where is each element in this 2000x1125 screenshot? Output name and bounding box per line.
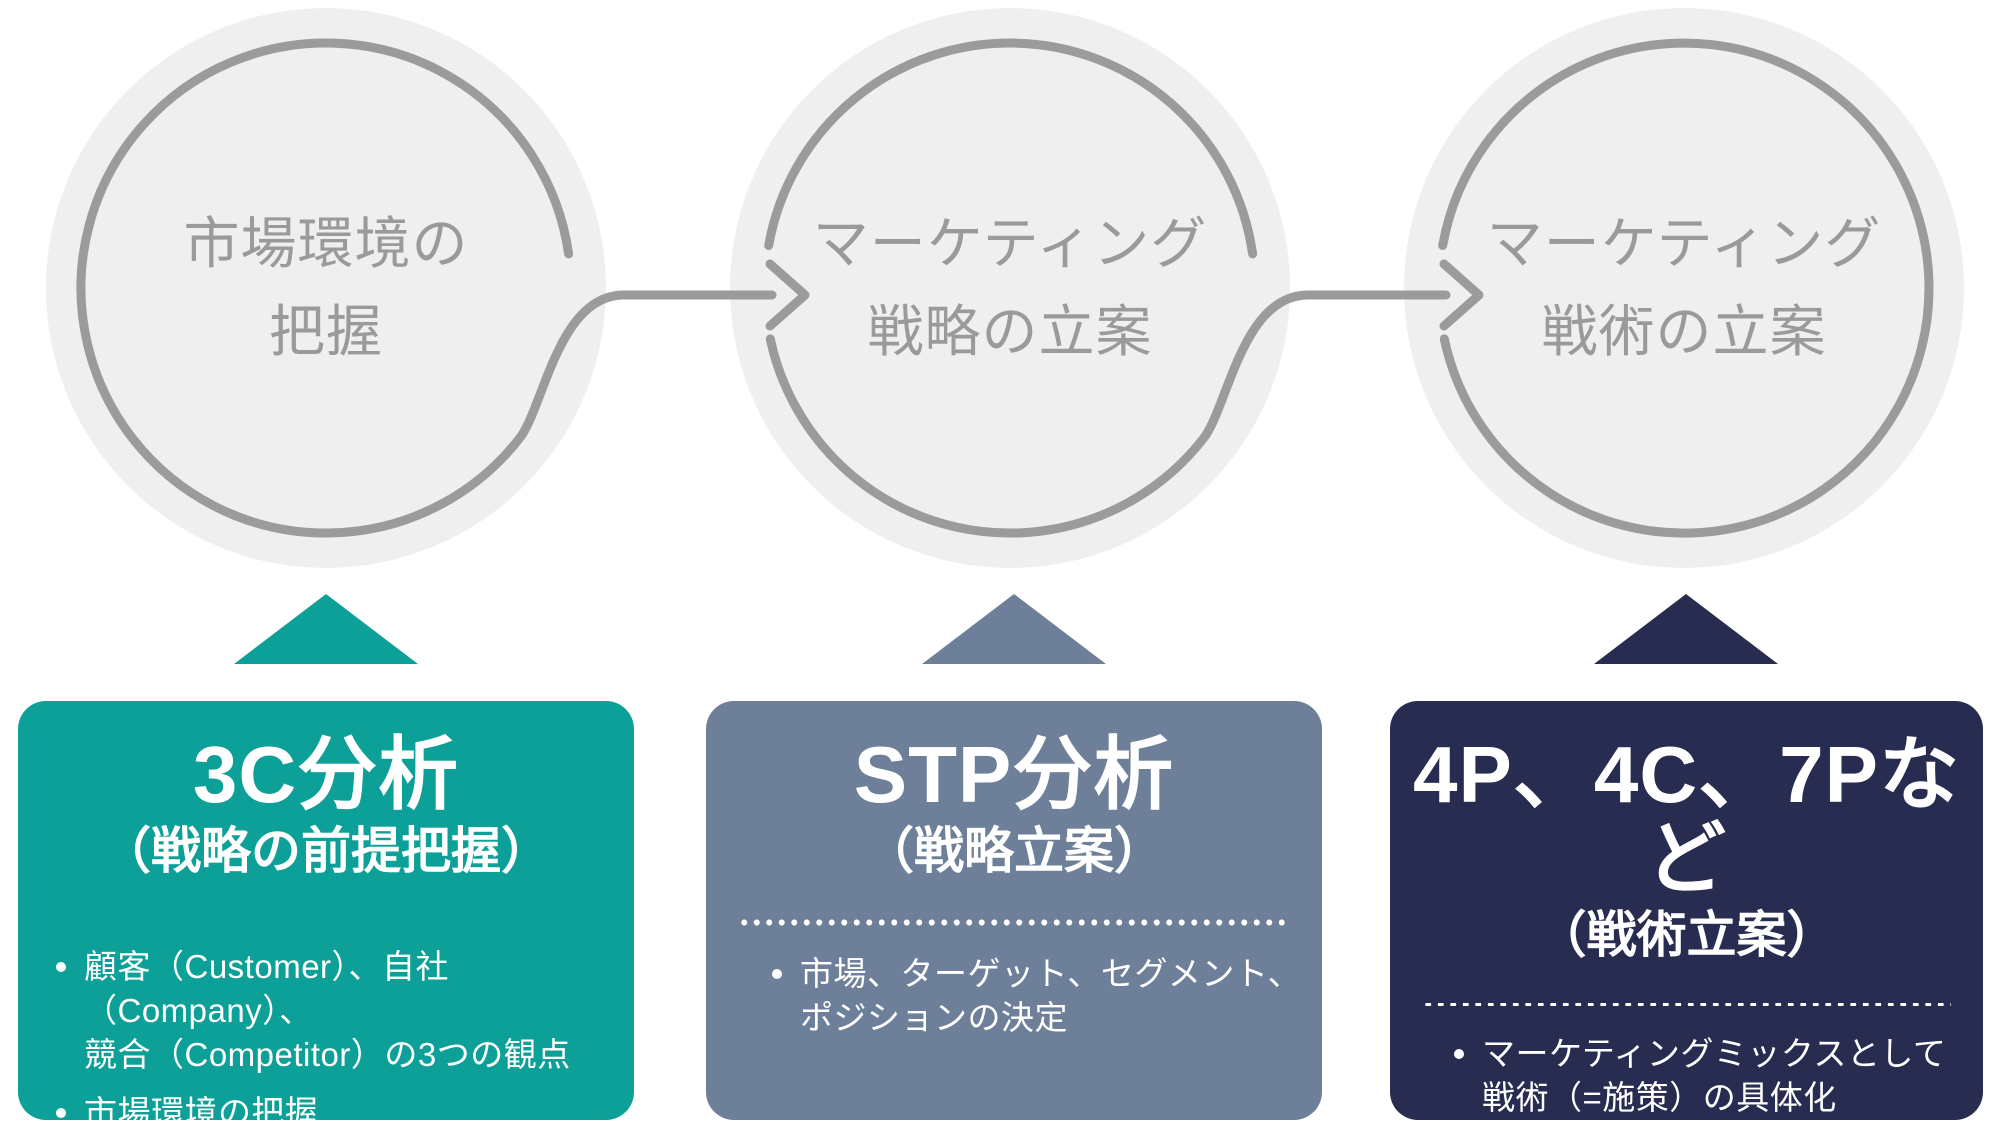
card-3c-analysis: 3C分析 （戦略の前提把握） 顧客（Customer）、自社（Company）、…	[18, 701, 634, 1125]
bullet-item: 市場環境の把握	[56, 1091, 614, 1125]
bullet-list: マーケティングミックスとして 戦術（=施策）の具体化	[1390, 1032, 1983, 1120]
card-4p-4c-7p-tactics: 4P、4C、7Pなど （戦術立案） マーケティングミックスとして 戦術（=施策）…	[1390, 701, 1983, 1120]
bullet-text: 市場、ターゲット、セグメント、 ポジションの決定	[800, 955, 1302, 1036]
triangle-pointer-2	[922, 594, 1106, 664]
step-circle-1	[46, 8, 606, 568]
bullet-text: 顧客（Customer）、自社（Company）、 競合（Competitor）…	[84, 948, 571, 1073]
circle-2-outline-bottom-and-arrow-2	[765, 290, 1451, 538]
bullet-text: 市場環境の把握	[84, 1094, 319, 1125]
bullet-text: マーケティングミックスとして 戦術（=施策）の具体化	[1482, 1035, 1947, 1116]
card-stp-analysis: STP分析 （戦略立案） 市場、ターゲット、セグメント、 ポジションの決定	[706, 701, 1322, 1120]
circle-3-outline	[1438, 38, 1934, 538]
flow-graphic	[46, 8, 1964, 664]
circle-label-marketing-tactics: マーケティング 戦術の立案	[1486, 212, 1882, 363]
bullet-dot-icon	[1454, 1049, 1464, 1059]
arrowhead-icon-2	[1439, 259, 1484, 331]
circle-2-outline-top	[764, 38, 1258, 259]
card-title: 4P、4C、7Pなど	[1413, 730, 1960, 903]
dotted-divider	[738, 919, 1290, 926]
card-title: 3C分析	[192, 730, 460, 819]
bullet-item: 顧客（Customer）、自社（Company）、 競合（Competitor）…	[56, 945, 614, 1077]
bullet-dot-icon	[56, 1108, 66, 1118]
bullet-list: 市場、ターゲット、セグメント、 ポジションの決定	[706, 952, 1322, 1040]
triangle-pointer-1	[234, 594, 418, 664]
card-subtitle: （戦術立案）	[1536, 907, 1837, 963]
bullet-dot-icon	[772, 969, 782, 979]
card-title: STP分析	[853, 730, 1175, 819]
step-circle-2	[730, 8, 1290, 568]
card-subtitle: （戦略の前提把握）	[101, 823, 551, 879]
arrowhead-icon-1	[765, 259, 810, 331]
bullet-item: 市場、ターゲット、セグメント、 ポジションの決定	[772, 952, 1302, 1040]
bullet-dot-icon	[56, 962, 66, 972]
step-circle-3	[1404, 8, 1964, 568]
card-subtitle: （戦略立案）	[864, 823, 1164, 879]
circle-label-market-environment: 市場環境の 把握	[183, 212, 469, 363]
circle-label-marketing-strategy: マーケティング 戦略の立案	[812, 212, 1208, 363]
circle-1-outline-and-arrow-1	[76, 38, 777, 538]
bullet-item: マーケティングミックスとして 戦術（=施策）の具体化	[1454, 1032, 1963, 1120]
bullet-list: 顧客（Customer）、自社（Company）、 競合（Competitor）…	[18, 945, 634, 1125]
triangle-pointer-3	[1594, 594, 1778, 664]
dotted-divider	[1422, 1003, 1951, 1006]
